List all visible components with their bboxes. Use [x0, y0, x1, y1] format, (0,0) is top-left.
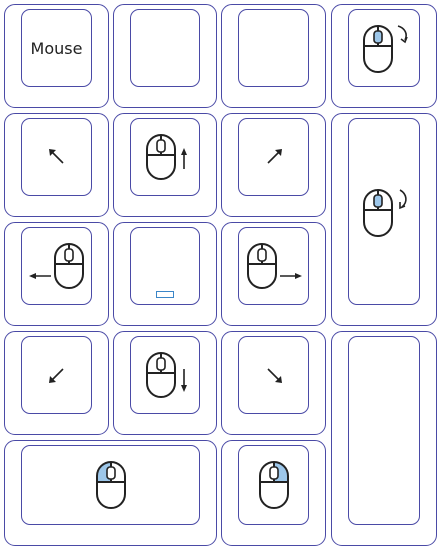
key-left-click[interactable] — [4, 440, 217, 546]
key-right-click[interactable] — [221, 440, 326, 546]
key-down-left-cap — [21, 336, 92, 414]
key-blank-1-cap — [130, 9, 200, 87]
key-up-cap — [130, 118, 200, 196]
key-up[interactable] — [113, 113, 217, 217]
left-click-icon — [95, 461, 126, 509]
key-center-cap — [130, 227, 200, 305]
mouse-move-right-icon — [246, 243, 302, 289]
scroll-down-icon — [363, 188, 407, 237]
key-mouse-cap: Mouse — [21, 9, 92, 87]
key-down[interactable] — [113, 331, 217, 435]
mouse-move-left-icon — [28, 243, 84, 289]
key-mouse-label: Mouse — [30, 38, 83, 58]
key-up-right-cap — [238, 118, 309, 196]
key-center[interactable] — [113, 222, 217, 326]
key-right[interactable] — [221, 222, 326, 326]
key-scroll-up-cap — [348, 9, 420, 87]
key-mouse[interactable]: Mouse — [4, 4, 109, 108]
right-click-icon — [258, 461, 289, 509]
key-scroll-up[interactable] — [331, 4, 437, 108]
key-right-click-cap — [238, 445, 309, 525]
key-blank-tall[interactable] — [331, 331, 437, 546]
key-blank-1[interactable] — [113, 4, 217, 108]
arrow-down-left-icon — [48, 368, 64, 383]
key-left-cap — [21, 227, 92, 305]
arrow-down-right-icon — [266, 368, 282, 383]
arrow-up-right-icon — [266, 149, 282, 164]
key-up-left-cap — [21, 118, 92, 196]
key-blank-2-cap — [238, 9, 309, 87]
key-up-right[interactable] — [221, 113, 326, 217]
key-scroll-down-cap — [348, 118, 420, 305]
key-blank-2[interactable] — [221, 4, 326, 108]
mouse-move-down-icon — [146, 352, 187, 398]
scroll-up-icon — [363, 25, 408, 73]
key-right-cap — [238, 227, 309, 305]
key-scroll-down[interactable] — [331, 113, 437, 326]
key-down-left[interactable] — [4, 331, 109, 435]
key-left[interactable] — [4, 222, 109, 326]
indicator-bar-icon — [156, 291, 174, 298]
key-down-cap — [130, 336, 200, 414]
key-down-right[interactable] — [221, 331, 326, 435]
arrow-up-left-icon — [48, 149, 64, 164]
key-down-right-cap — [238, 336, 309, 414]
key-up-left[interactable] — [4, 113, 109, 217]
mouse-move-up-icon — [146, 134, 187, 180]
key-left-click-cap — [21, 445, 200, 525]
key-blank-tall-cap — [348, 336, 420, 525]
